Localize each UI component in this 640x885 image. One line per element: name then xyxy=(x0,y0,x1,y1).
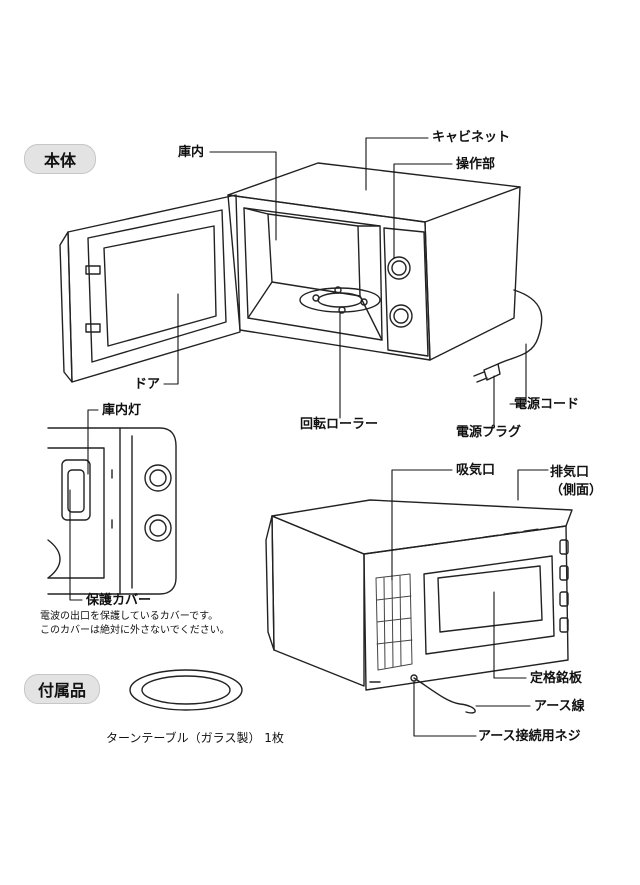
interior-light-label: 庫内灯 xyxy=(102,403,142,418)
turntable-drawing xyxy=(129,669,243,711)
accessories-badge: 付属品 xyxy=(24,674,100,704)
cover-note-line2: このカバーは絶対に外さないでください。 xyxy=(40,625,230,636)
control-panel-label: 操作部 xyxy=(456,157,496,172)
power-cord-label: 電源コード xyxy=(514,397,580,412)
interior-label: 庫内 xyxy=(178,145,205,160)
exhaust-label: 排気口 （側面） xyxy=(550,465,603,498)
ground-screw-label: アース接続用ネジ xyxy=(478,729,581,744)
rear-view-drawing xyxy=(265,499,573,714)
protective-cover-label: 保護カバー xyxy=(86,593,152,608)
turntable-caption: ターンテーブル（ガラス製） 1枚 xyxy=(106,731,284,745)
interior-detail-drawing xyxy=(47,427,177,595)
roller-label: 回転ローラー xyxy=(300,417,379,432)
rating-plate-label: 定格銘板 xyxy=(530,671,583,686)
main-unit-badge: 本体 xyxy=(24,144,96,174)
ground-wire-label: アース線 xyxy=(534,699,585,714)
intake-label: 吸気口 xyxy=(456,463,496,478)
power-plug-label: 電源プラグ xyxy=(456,425,522,440)
cover-note-line1: 電波の出口を保護しているカバーです。 xyxy=(40,611,219,622)
cabinet-label: キャビネット xyxy=(432,130,511,145)
door-label: ドア xyxy=(134,377,161,392)
main-unit-drawing xyxy=(59,162,543,383)
